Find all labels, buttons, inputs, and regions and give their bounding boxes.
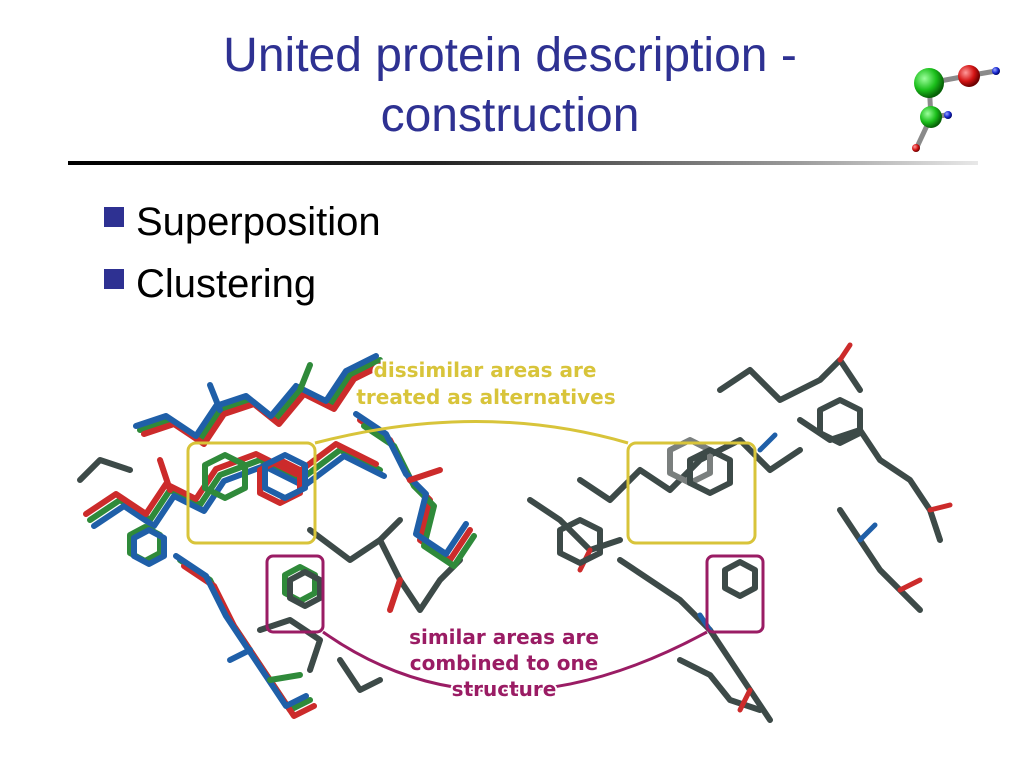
right-combined-structure [527,342,953,723]
bullet-square-icon [104,207,124,227]
dissimilar-label-line-2: treated as alternatives [356,385,615,409]
dissimilar-box-right [626,441,757,545]
dissimilar-box-left [186,441,317,545]
dissimilar-connector [314,420,629,445]
title-line-1: United protein description - [223,29,797,82]
bullet-square-icon [104,269,124,289]
dissimilar-areas-annotation: dissimilar areas are treated as alternat… [186,356,757,545]
bullet-item-clustering: Clustering [100,258,381,320]
protein-superposition-figure: dissimilar areas are treated as alternat… [77,342,953,723]
title-divider [68,161,978,165]
bullet-item-superposition: Superposition [100,196,381,258]
slide-title: United protein description - constructio… [120,26,900,146]
similar-box-right [705,554,765,634]
bullet-text: Superposition [136,200,381,244]
similar-connector [322,630,708,693]
similar-label-line-1: similar areas are [409,625,599,649]
bullet-text: Clustering [136,262,317,306]
dissimilar-label-line-1: dissimilar areas are [374,358,597,382]
molecule-logo-icon [912,65,1000,152]
similar-label-line-3: structure [452,677,557,701]
title-line-2: construction [380,89,640,142]
bullet-list: Superposition Clustering [100,196,381,320]
left-superposed-structures [77,353,477,719]
similar-box-left [265,554,325,634]
similar-areas-annotation: similar areas are combined to one struct… [265,554,765,703]
similar-label-line-2: combined to one [410,651,599,675]
